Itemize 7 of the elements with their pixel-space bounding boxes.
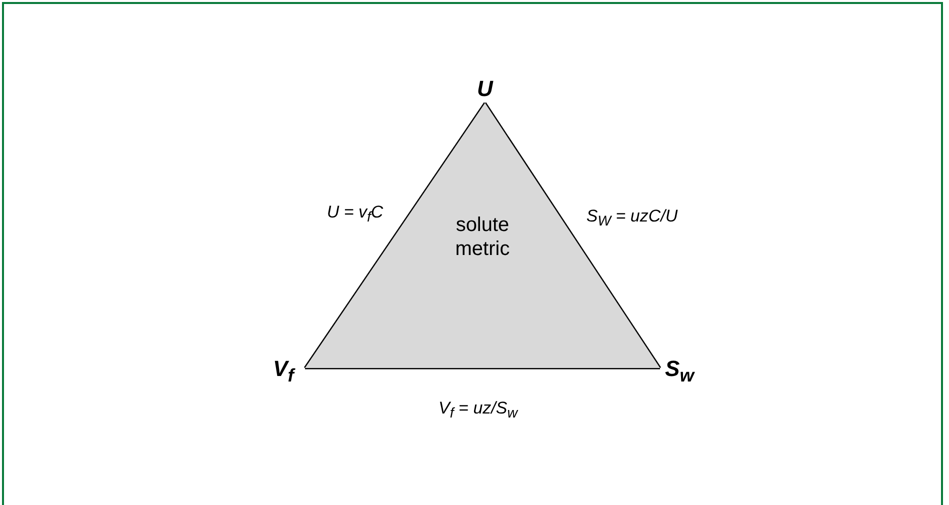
triangle-side: [304, 102, 486, 369]
vertex-label: S$_{w}$: [665, 357, 694, 388]
triangle-side: [484, 102, 662, 369]
vertex-label: V$_{f}$: [273, 357, 294, 388]
vertex-label: U: [477, 77, 493, 101]
triangle-side: [305, 366, 660, 370]
center-label: solute metric: [454, 213, 511, 261]
